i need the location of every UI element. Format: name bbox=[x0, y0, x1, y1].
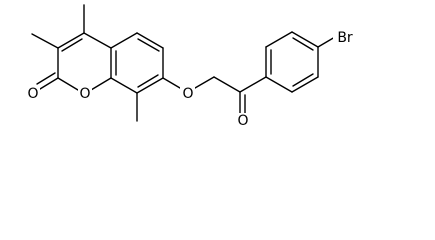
bond-c7-c8-double bbox=[137, 74, 159, 88]
bond-meta2-ortho2 bbox=[291, 76, 319, 93]
atom-label-bromine: Br bbox=[337, 30, 353, 46]
benzo-ring bbox=[110, 32, 164, 94]
bond-meta1-para-double bbox=[292, 37, 314, 51]
bromophenyl-ring bbox=[239, 31, 336, 93]
methyl-groups bbox=[31, 4, 138, 122]
atom-label-lactone-carbonyl-o: O bbox=[27, 86, 38, 102]
bond-c4a-c4 bbox=[83, 32, 112, 49]
bond-ortho2-ipso bbox=[265, 76, 293, 93]
bond-ortho1-meta1 bbox=[265, 31, 293, 48]
bond-c8-c8a bbox=[110, 77, 138, 94]
ketone-carbonyl bbox=[239, 91, 246, 114]
bond-meta1-para bbox=[291, 31, 319, 48]
atom-label-ether-o: O bbox=[182, 86, 193, 102]
bond-para-br bbox=[317, 36, 336, 48]
bond-o1-c8a bbox=[90, 77, 112, 91]
bond-c4a-c5 bbox=[110, 32, 138, 49]
bond-c4-c3 bbox=[57, 32, 85, 49]
lactone-carbonyl bbox=[36, 72, 59, 90]
bond-c2-o-carbonyl bbox=[39, 77, 59, 90]
bond-ch2-c-keto bbox=[213, 76, 241, 93]
bond-c4-c3-double bbox=[61, 38, 83, 52]
atom-label-ring-o: O bbox=[79, 86, 90, 102]
bond-meta2-ortho2-double bbox=[292, 73, 314, 87]
bond-c7-c8 bbox=[136, 77, 164, 94]
bond-c2-o-carbonyl-double bbox=[36, 72, 56, 85]
pyrone-ring bbox=[57, 32, 112, 91]
atom-labels: O O O O Br bbox=[26, 30, 357, 129]
bond-c-keto-ipso bbox=[239, 76, 267, 93]
bond-c2-o1 bbox=[57, 77, 79, 91]
ether-linker bbox=[162, 76, 241, 93]
bond-c7-o-ether bbox=[162, 77, 181, 89]
methyl-c3 bbox=[31, 33, 59, 49]
bond-c5-c6 bbox=[136, 32, 164, 49]
bond-o-ether-ch2 bbox=[194, 76, 215, 89]
bond-c5-c6-double bbox=[137, 38, 160, 52]
atom-label-ketone-o: O bbox=[237, 113, 248, 129]
chemical-structure-diagram: O O O O Br bbox=[26, 4, 357, 129]
